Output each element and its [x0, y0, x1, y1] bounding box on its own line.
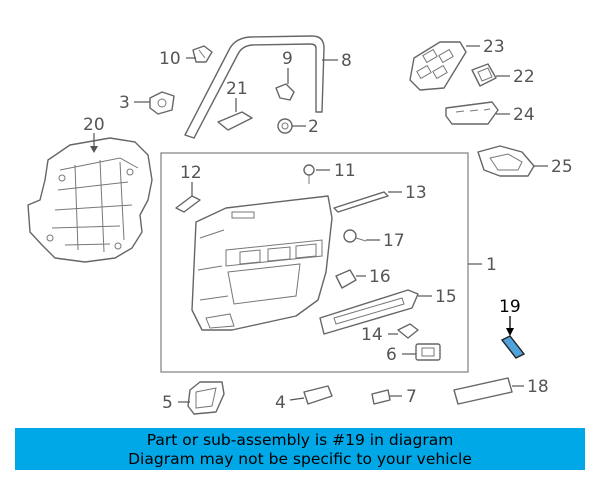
notice-line-2: Diagram may not be specific to your vehi… [128, 450, 472, 468]
part-15-armrest [319, 289, 419, 335]
part-20-door-frame [27, 137, 153, 263]
part-5-cover [187, 381, 225, 415]
callout-5: 5 [162, 393, 173, 413]
callout-9: 9 [282, 49, 293, 69]
callout-4: 4 [275, 393, 286, 413]
part-19-highlighted [500, 335, 526, 359]
door-trim-panel [191, 195, 333, 331]
callout-16: 16 [369, 267, 391, 287]
exploded-parts-diagram: 1 2 3 4 5 6 7 8 9 10 11 12 13 14 15 16 1… [27, 35, 573, 415]
part-11-pin [303, 164, 315, 184]
callout-8: 8 [341, 51, 352, 71]
part-23-window-switch [409, 41, 467, 91]
part-18-seal-strip [453, 377, 513, 405]
arrow-19 [506, 328, 514, 336]
part-8-window-channel [184, 35, 325, 139]
callout-19: 19 [499, 297, 521, 317]
callout-15: 15 [435, 287, 457, 307]
part-10-clip [192, 45, 213, 63]
part-16-retainer [335, 269, 357, 289]
part-12-trim-clip [175, 195, 201, 213]
callout-17: 17 [383, 231, 405, 251]
callout-6: 6 [386, 345, 397, 365]
part-24-switch-panel [445, 101, 499, 125]
assembly-box [160, 152, 469, 373]
callout-11: 11 [334, 161, 356, 181]
callout-20: 20 [83, 115, 105, 135]
callout-22: 22 [513, 67, 535, 87]
part-21-pad [217, 111, 253, 131]
callout-2: 2 [308, 117, 319, 137]
part-9-bracket [275, 83, 295, 101]
part-17-screw [343, 229, 367, 243]
arrow-20 [90, 146, 98, 153]
callout-18: 18 [527, 377, 549, 397]
callout-3: 3 [119, 93, 130, 113]
callout-7: 7 [406, 387, 417, 407]
callout-25: 25 [551, 157, 573, 177]
callout-10: 10 [159, 49, 181, 69]
part-7-plug [371, 389, 391, 405]
part-4-trim [303, 385, 333, 405]
part-22-switch-bezel [471, 63, 497, 87]
part-3-handle-base [149, 91, 175, 115]
part-6-bezel [415, 343, 441, 361]
part-2-grommet [277, 118, 293, 134]
part-13-strip [333, 191, 389, 213]
callout-1: 1 [486, 255, 497, 275]
callout-12: 12 [180, 163, 202, 183]
part-25-handle-bezel [477, 145, 535, 177]
callout-24: 24 [513, 105, 535, 125]
notice-line-1: Part or sub-assembly is #19 in diagram [146, 431, 454, 449]
part-14-clip [397, 323, 419, 339]
callout-21: 21 [226, 79, 248, 99]
fitment-notice-banner: Part or sub-assembly is #19 in diagram D… [15, 428, 585, 470]
leader-4 [289, 397, 305, 401]
part-19-shape [500, 335, 526, 359]
callout-13: 13 [405, 183, 427, 203]
callout-23: 23 [483, 37, 505, 57]
callout-14: 14 [361, 325, 383, 345]
